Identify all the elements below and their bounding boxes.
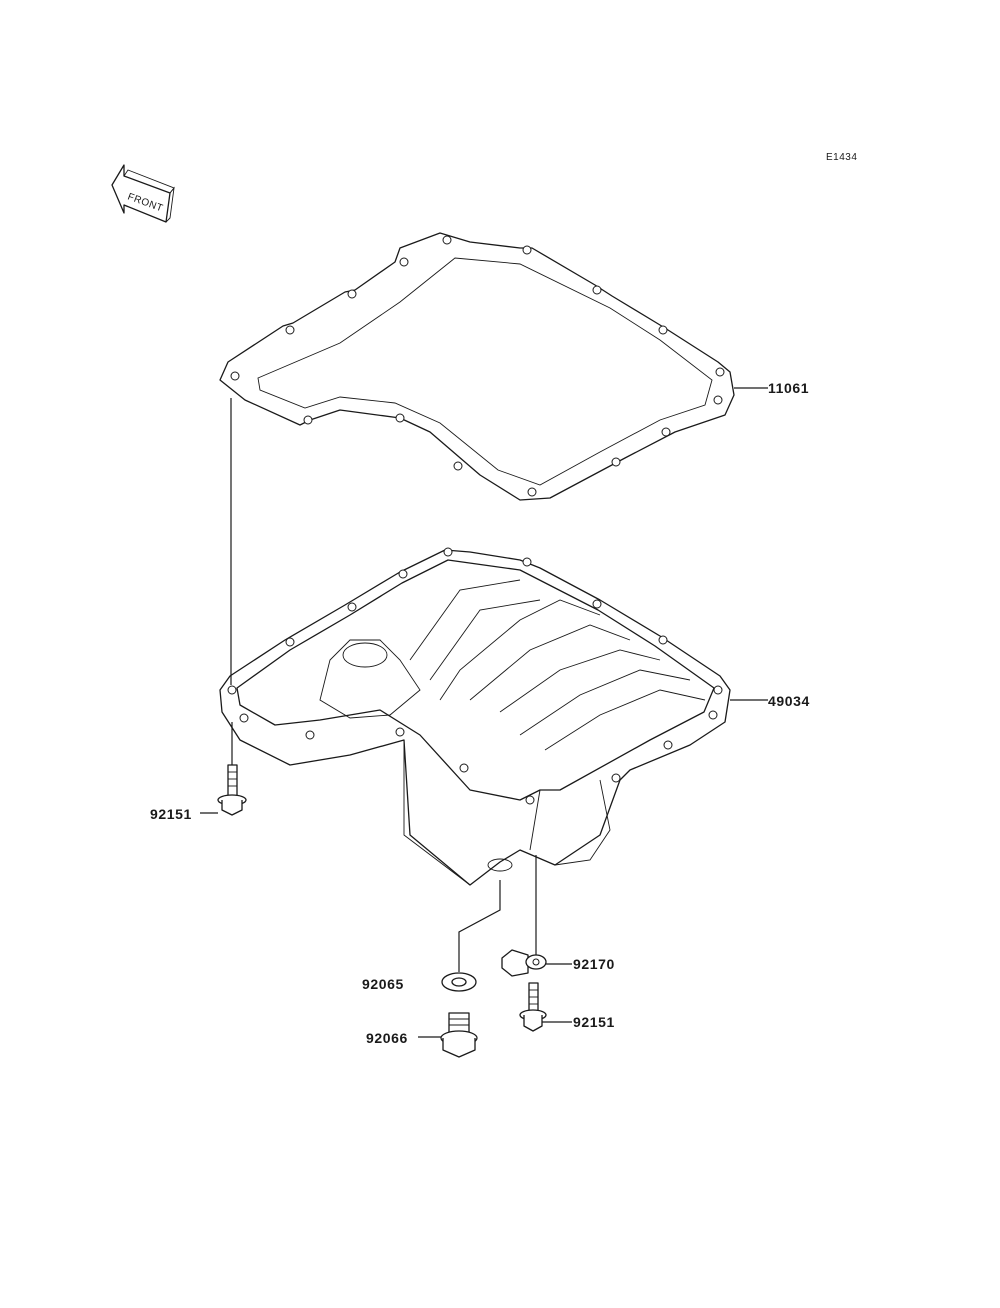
part-label-92065: 92065 <box>362 976 404 992</box>
part-label-92066: 92066 <box>366 1030 408 1046</box>
drain-plug <box>440 1012 478 1058</box>
part-label-92151-left: 92151 <box>150 806 192 822</box>
part-label-11061: 11061 <box>768 380 809 396</box>
drain-washer <box>441 972 477 992</box>
part-label-92151-right: 92151 <box>573 1014 615 1030</box>
front-direction-arrow-icon: FRONT <box>111 164 175 223</box>
part-label-49034: 49034 <box>768 693 810 709</box>
bolt-left <box>217 764 247 816</box>
leader-lines <box>200 387 768 1038</box>
clamp <box>501 949 547 977</box>
oil-pan <box>219 547 731 886</box>
part-label-92170: 92170 <box>573 956 615 972</box>
oil-pan-gasket <box>219 232 735 501</box>
bolt-right <box>519 982 547 1032</box>
diagram-code: E1434 <box>826 152 857 163</box>
